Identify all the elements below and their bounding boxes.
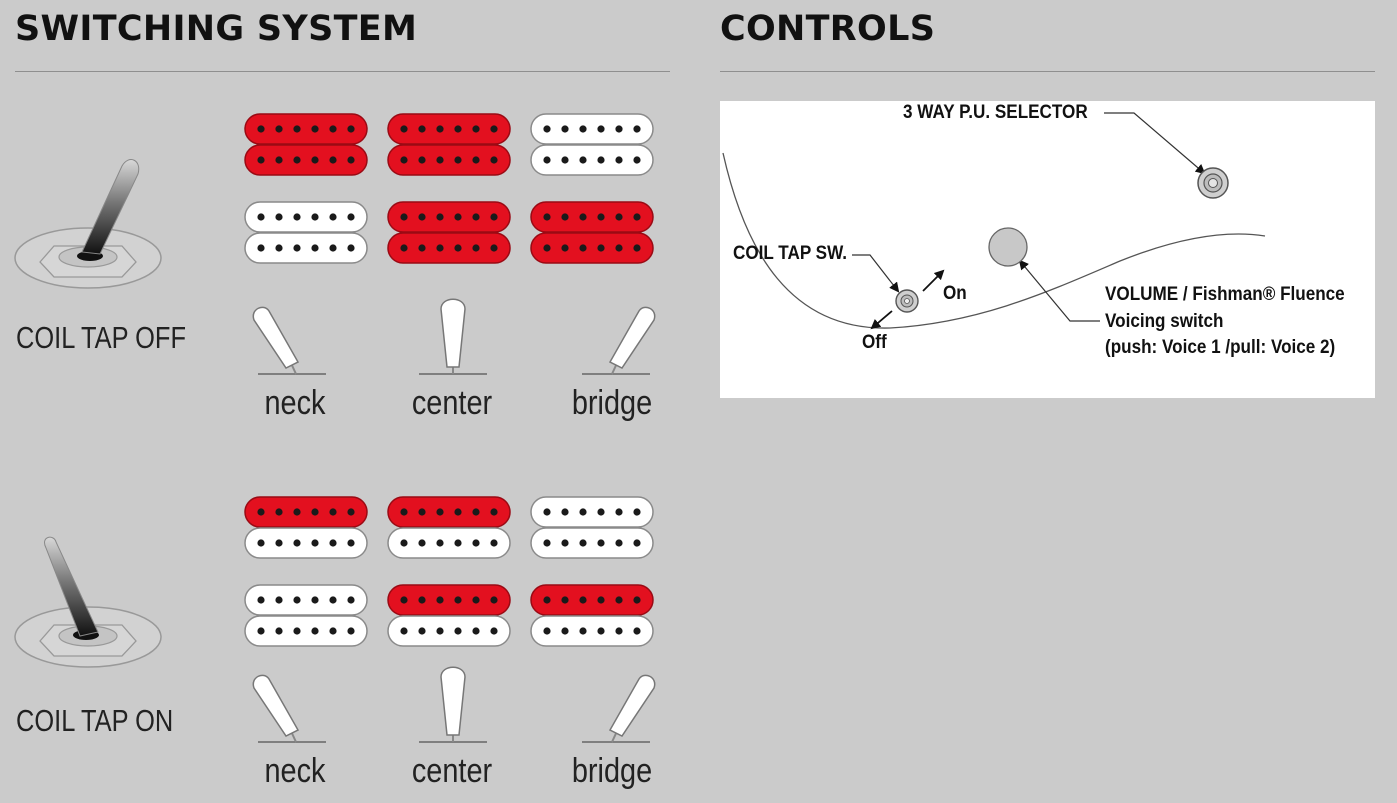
switching-divider: [15, 71, 670, 72]
coil-tap-switch-label: COIL TAP SW.: [733, 243, 848, 264]
pickup-coil: [387, 201, 511, 233]
pickup-coil: [387, 232, 511, 264]
pickup-coil: [244, 615, 368, 647]
selector-neck-icon: [252, 674, 326, 743]
pickup-coil: [244, 232, 368, 264]
pickup-coil: [387, 527, 511, 559]
pickup-coil: [530, 113, 654, 145]
coil-tap-on-label: COIL TAP ON: [16, 703, 174, 738]
pickup-coil: [387, 496, 511, 528]
pickup-coil: [387, 615, 511, 647]
on-label: On: [943, 283, 967, 304]
controls-divider: [720, 71, 1375, 72]
position-label-bridge: bridge: [571, 752, 653, 790]
selector-center-icon: [419, 298, 487, 375]
pickup-coil: [244, 527, 368, 559]
volume-label-line1: VOLUME / Fishman® Fluence: [1105, 284, 1345, 305]
pickup-coil: [530, 527, 654, 559]
pickup-coil: [530, 584, 654, 616]
coil-tap-off-label: COIL TAP OFF: [16, 320, 186, 355]
pickup-coil: [530, 496, 654, 528]
pickup-coil: [244, 144, 368, 176]
controls-title: CONTROLS: [720, 9, 936, 49]
switching-system-title: SWITCHING SYSTEM: [15, 9, 418, 49]
controls-lines: [722, 112, 1266, 330]
pickup-coil: [244, 584, 368, 616]
pickup-coil: [530, 144, 654, 176]
position-label-center: center: [411, 752, 493, 790]
pickup-coil: [244, 496, 368, 528]
pickup-coil: [530, 615, 654, 647]
off-label: Off: [862, 332, 887, 353]
coil-tap-off-toggle-icon: [14, 159, 162, 289]
pickup-coil: [387, 584, 511, 616]
pickup-coil: [244, 201, 368, 233]
pickup-coil: [387, 144, 511, 176]
pickup-coil: [387, 113, 511, 145]
selector-neck-icon: [252, 306, 326, 375]
position-label-neck: neck: [264, 752, 326, 790]
position-label-bridge: bridge: [571, 384, 653, 422]
volume-label-line2: Voicing switch: [1105, 310, 1224, 332]
selector-center-icon: [419, 666, 487, 743]
pickup-coil: [530, 232, 654, 264]
selector-bridge-icon: [582, 306, 656, 375]
controls-diagram: 3 WAY P.U. SELECTOR COIL TAP SW. On Off …: [720, 101, 1375, 398]
volume-label-line3: (push: Voice 1 /pull: Voice 2): [1105, 337, 1336, 359]
volume-label: VOLUME / Fishman® Fluence Voicing switch…: [1105, 282, 1345, 362]
position-label-neck: neck: [264, 384, 326, 422]
position-label-center: center: [411, 384, 493, 422]
coil-tap-on-toggle-icon: [14, 536, 162, 668]
pu-selector-label: 3 WAY P.U. SELECTOR: [903, 102, 1088, 123]
selector-bridge-icon: [582, 674, 656, 743]
pickup-coil: [530, 201, 654, 233]
pickup-coil: [244, 113, 368, 145]
